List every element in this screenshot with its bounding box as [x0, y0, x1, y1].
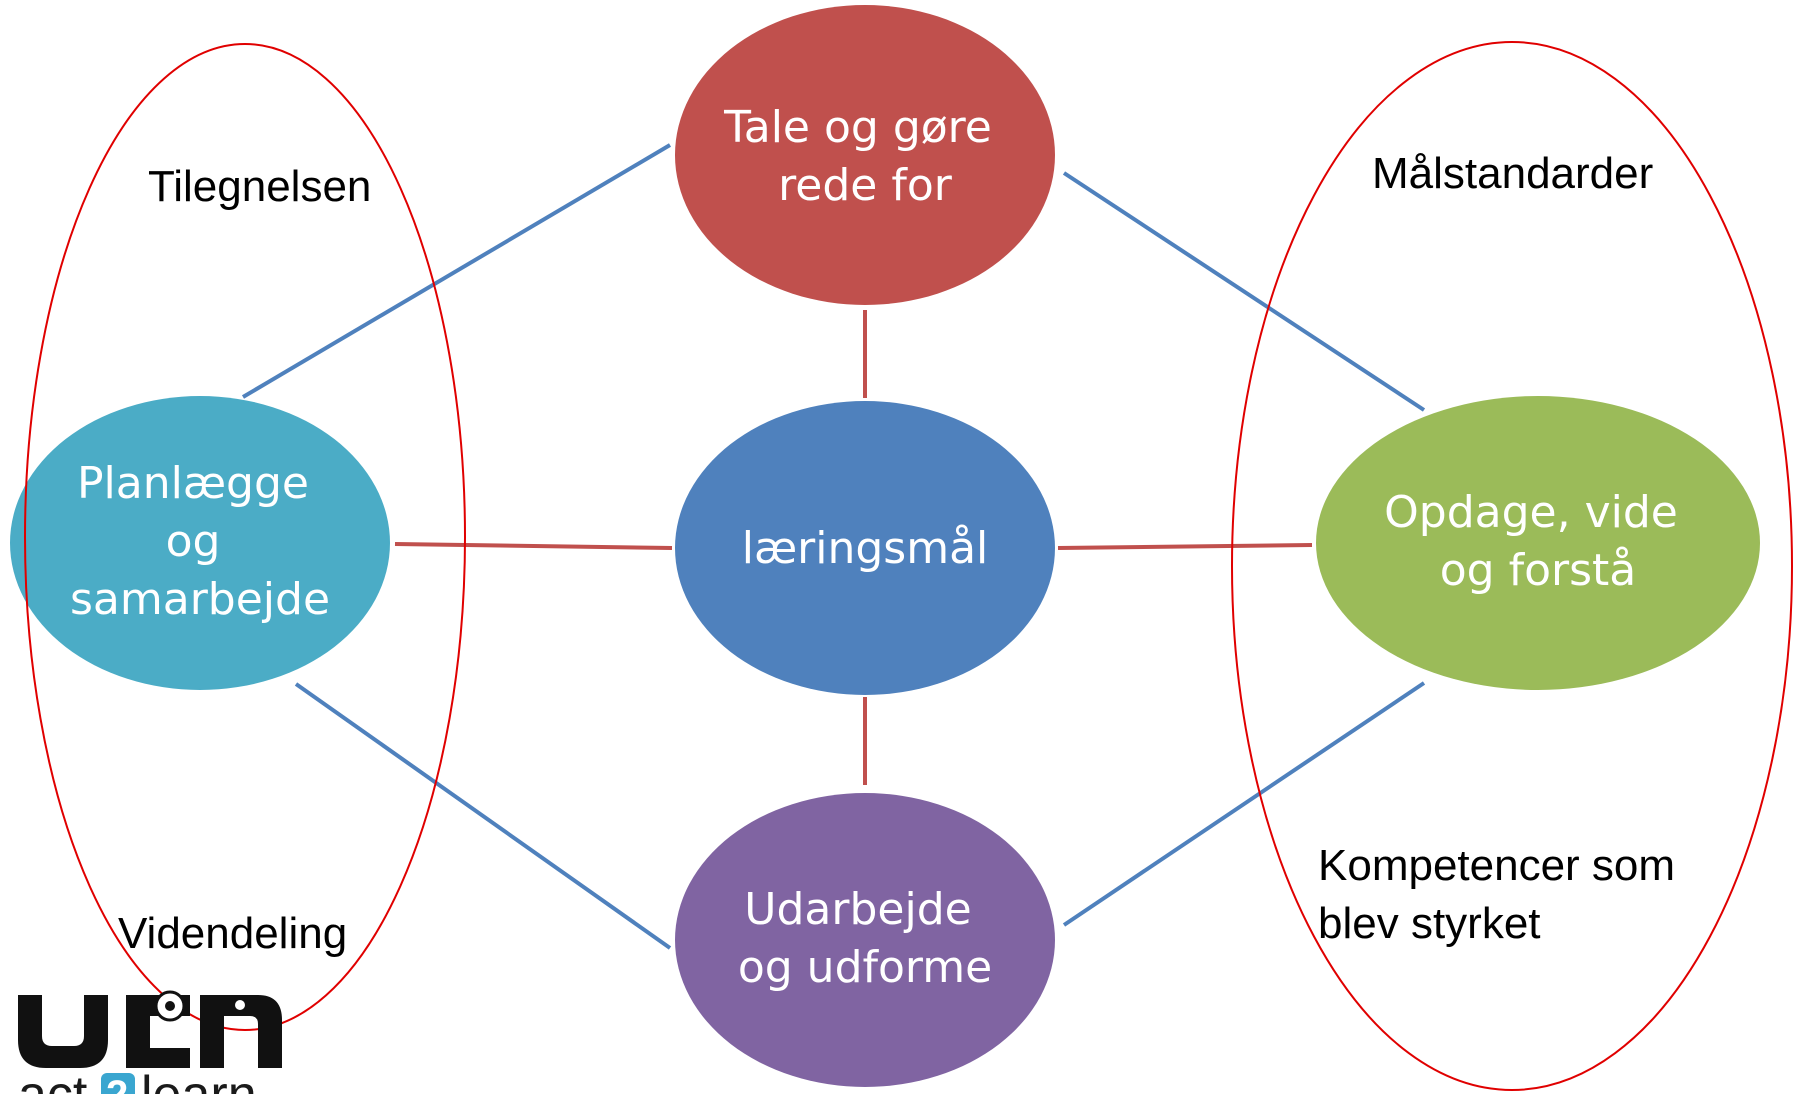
node-right-label: Opdage, vide og forstå	[1384, 487, 1692, 596]
node-bottom-label: Udarbejde og udforme	[738, 884, 992, 993]
connector-left-bottom	[294, 682, 672, 950]
logo-bug-eye-icon	[165, 1001, 175, 1011]
node-bottom-ellipse	[675, 793, 1055, 1087]
right-group-outline	[1231, 41, 1793, 1091]
logo-letter-n	[200, 995, 282, 1068]
node-top-ellipse	[675, 5, 1055, 305]
svg-text:2: 2	[106, 1073, 128, 1094]
connector-bottom-right	[1062, 681, 1426, 927]
outer-connectors	[241, 143, 1426, 950]
logo-tagline: act 2 learn	[18, 1066, 257, 1094]
svg-text:act: act	[18, 1066, 88, 1094]
node-left-label: Planlægge og samarbejde	[70, 458, 330, 625]
connector-top-right	[1062, 171, 1426, 412]
node-center-ellipse	[675, 401, 1055, 695]
hub-connectors	[394, 310, 1313, 785]
ucn-logo: act 2 learn	[18, 990, 282, 1094]
logo-letter-u	[18, 995, 108, 1068]
node-center-label: læringsmål	[742, 523, 989, 574]
connector-left-top	[241, 143, 672, 399]
connector-center-right	[1057, 543, 1313, 550]
annotation-tilegnelsen: Tilegnelsen	[148, 162, 371, 211]
svg-text:learn: learn	[141, 1066, 257, 1094]
node-left-ellipse	[10, 396, 390, 690]
logo-bug-dot-icon	[235, 1000, 245, 1010]
annotation-videndeling: Videndeling	[118, 909, 347, 958]
left-group-outline	[24, 43, 466, 1031]
annotation-malstandarder: Målstandarder	[1372, 149, 1653, 198]
annotation-kompetencer: Kompetencer som blev styrket	[1318, 841, 1687, 948]
connector-center-left	[394, 542, 673, 550]
node-right-ellipse	[1316, 396, 1760, 690]
node-top-label: Tale og gøre rede for	[723, 102, 1006, 211]
